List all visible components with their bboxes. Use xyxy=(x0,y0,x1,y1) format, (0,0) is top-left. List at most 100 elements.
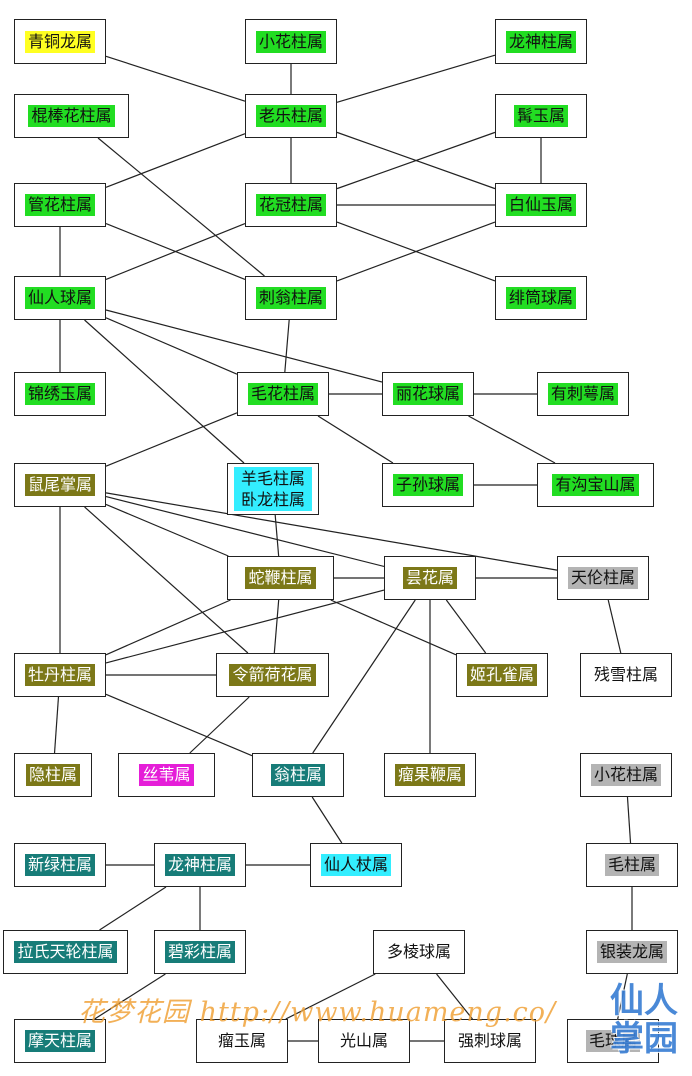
genus-label: 龙神柱属 xyxy=(164,854,235,876)
genus-node-youci: 有刺萼属 xyxy=(537,372,629,416)
edge-shebian-mudan xyxy=(105,599,231,656)
genus-node-yougou: 有沟宝山属 xyxy=(537,463,654,507)
genus-node-xiaohua: 小花柱属 xyxy=(245,19,337,64)
genus-label: 老乐柱属 xyxy=(255,105,326,127)
genus-node-baixian: 白仙玉属 xyxy=(495,183,587,227)
genus-node-longshen1: 龙神柱属 xyxy=(495,19,587,64)
genus-label: 管花柱属 xyxy=(24,194,95,216)
genus-node-yinzhu: 隐柱属 xyxy=(14,753,92,797)
genus-label: 隐柱属 xyxy=(25,764,80,786)
edge-shuwei-lingjian xyxy=(84,506,249,654)
genus-node-duoling: 多棱球属 xyxy=(373,930,465,974)
genus-node-xianrenqiu: 仙人球属 xyxy=(14,276,106,320)
genus-label: 银装龙属 xyxy=(596,941,667,963)
genus-label: 有刺萼属 xyxy=(547,383,618,405)
genus-node-maoqiu: 毛球属 xyxy=(567,1019,659,1063)
genus-node-siwei: 丝苇属 xyxy=(118,753,215,797)
genus-label: 蛇鞭柱属 xyxy=(245,567,316,589)
genus-node-xiaohua2: 小花柱属 xyxy=(580,753,672,797)
genus-node-ciweng: 刺翁柱属 xyxy=(245,276,337,320)
edge-tanhua-mudan xyxy=(105,589,385,664)
genus-label: 仙人球属 xyxy=(24,287,95,309)
edge-xianrenqiu-lihua xyxy=(105,309,383,383)
genus-node-feitong: 绯筒球属 xyxy=(495,276,587,320)
genus-node-lashi: 拉氏天轮柱属 xyxy=(3,930,128,974)
edge-mudan-yinzhu xyxy=(53,696,60,754)
genus-label: 拉氏天轮柱属 xyxy=(14,941,117,963)
genus-label: 绯筒球属 xyxy=(505,287,576,309)
genus-node-laole: 老乐柱属 xyxy=(245,94,337,138)
edge-bicai-motian xyxy=(94,973,166,1020)
genus-label: 强刺球属 xyxy=(457,1031,522,1050)
genus-node-shebian: 蛇鞭柱属 xyxy=(227,556,334,600)
edge-shuwei-shebian xyxy=(105,503,229,557)
genus-node-zisun: 子孙球属 xyxy=(382,463,474,507)
genus-label: 棍棒花柱属 xyxy=(28,105,115,127)
genus-node-wengzhu: 翁柱属 xyxy=(252,753,344,797)
genus-label: 姬孔雀属 xyxy=(466,664,537,686)
edge-yangmao-shebian xyxy=(274,514,280,557)
genus-label: 多棱球属 xyxy=(386,942,451,961)
genus-node-gunbang: 棍棒花柱属 xyxy=(14,94,129,138)
genus-label: 新绿柱属 xyxy=(24,854,95,876)
genus-label: 光山属 xyxy=(339,1031,388,1050)
genus-node-liuguo: 瘤果鞭属 xyxy=(384,753,476,797)
edge-shebian-lingjian xyxy=(273,599,280,654)
edge-baixian-ciweng xyxy=(336,221,496,282)
edge-tianlun-canxue xyxy=(607,599,622,654)
logo-watermark: 仙人掌园 xyxy=(610,981,678,1059)
genus-label: 刺翁柱属 xyxy=(255,287,326,309)
genus-label: 毛球属 xyxy=(585,1030,640,1052)
genus-label: 花冠柱属 xyxy=(255,194,326,216)
edge-qingtong-laole xyxy=(105,55,246,102)
genus-node-longshen2: 龙神柱属 xyxy=(154,843,246,887)
genus-label: 青铜龙属 xyxy=(24,30,95,53)
genus-node-qingtong: 青铜龙属 xyxy=(14,19,106,64)
genus-node-maohua: 毛花柱属 xyxy=(237,372,329,416)
genus-node-guanhua: 管花柱属 xyxy=(14,183,106,227)
edge-lingjian-siwei xyxy=(189,696,250,754)
genus-label: 丽花球属 xyxy=(392,383,463,405)
edge-xianrenqiu-yangmao xyxy=(84,319,245,464)
genus-label: 令箭荷花属 xyxy=(229,664,316,686)
genus-label: 有沟宝山属 xyxy=(552,474,639,496)
edge-duoling-liuyu xyxy=(285,973,376,1020)
genus-label: 子孙球属 xyxy=(392,474,463,496)
genus-node-huaguan: 花冠柱属 xyxy=(245,183,337,227)
edge-mudan-wengzhu xyxy=(105,693,253,757)
genus-node-jikongque: 姬孔雀属 xyxy=(456,653,548,697)
genus-node-yangmao: 羊毛柱属卧龙柱属 xyxy=(227,463,319,515)
genus-label: 牡丹柱属 xyxy=(24,664,95,686)
genus-node-shuwei: 鼠尾掌属 xyxy=(14,463,106,507)
edge-jiyu-huaguan xyxy=(336,131,496,190)
edge-longshen2-lashi xyxy=(99,886,167,931)
genus-node-liuyu: 瘤玉属 xyxy=(196,1019,288,1063)
genus-node-lingjian: 令箭荷花属 xyxy=(216,653,329,697)
edge-yinzhuang-maoqiu xyxy=(617,973,628,1020)
edge-wengzhu-xianrenzhang xyxy=(311,796,343,844)
edge-xianrenqiu-maohua xyxy=(105,317,238,375)
genus-label: 翁柱属 xyxy=(270,764,325,786)
genus-label: 白仙玉属 xyxy=(505,194,576,216)
genus-label: 龙神柱属 xyxy=(505,30,576,53)
genus-label: 髯玉属 xyxy=(513,105,568,127)
edge-maohua-shuwei xyxy=(105,412,238,467)
genus-node-canxue: 残雪柱属 xyxy=(580,653,672,697)
edge-longshen1-laole xyxy=(336,54,496,103)
edge-guanhua-ciweng xyxy=(105,222,246,281)
edge-gunbang-ciweng xyxy=(97,137,265,277)
genus-node-bicai: 碧彩柱属 xyxy=(154,930,246,974)
edge-laole-guanhua xyxy=(105,133,246,188)
genus-label: 天伦柱属 xyxy=(567,567,638,589)
genus-label: 羊毛柱属卧龙柱属 xyxy=(234,467,312,511)
site-watermark: 花梦花园 http://www.huameng.co/ xyxy=(78,997,557,1028)
genus-node-mudan: 牡丹柱属 xyxy=(14,653,106,697)
edge-ciweng-maohua xyxy=(284,319,290,373)
edge-tanhua-jikongque xyxy=(445,599,487,654)
edge-shuwei-tianlun xyxy=(105,492,558,571)
genus-node-motian: 摩天柱属 xyxy=(14,1019,106,1063)
edge-lihua-yougou xyxy=(468,415,556,464)
genus-label: 毛花柱属 xyxy=(247,383,318,405)
genus-node-maozhu: 毛柱属 xyxy=(586,843,678,887)
